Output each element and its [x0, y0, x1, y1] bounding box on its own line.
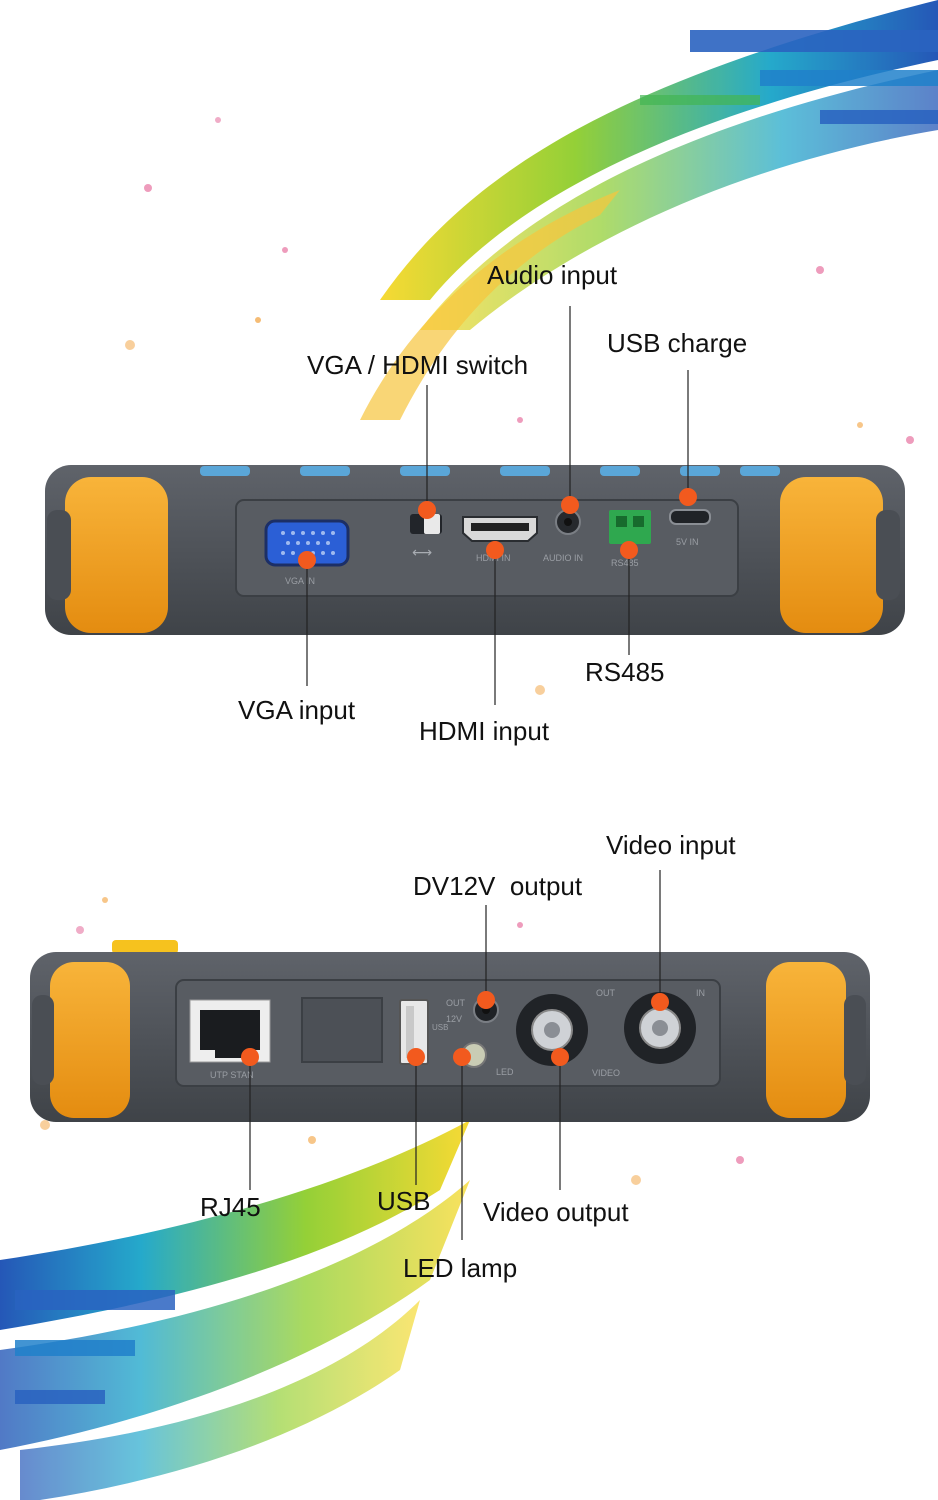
device-bottom-view: UTP STAN USB 12V OUT LED VIDEO OUT IN [30, 940, 870, 1122]
callout-dot [298, 551, 316, 569]
left-right-arrow-icon: ⟷ [412, 545, 432, 561]
video-input-label: Video input [606, 830, 736, 860]
rs485-terminal [609, 510, 651, 544]
callout-dot [651, 993, 669, 1011]
hdmi-input-label: HDMI input [419, 716, 550, 746]
left-strap-loop [32, 995, 54, 1085]
leader-lines-bottom [249, 870, 661, 1240]
callout-dot [453, 1048, 471, 1066]
video-out-word-print: OUT [596, 988, 616, 998]
rj45-port-print: UTP STAN [210, 1070, 254, 1080]
callout-dot [679, 488, 697, 506]
callout-dot [561, 496, 579, 514]
rs485-port-print: RS485 [611, 558, 639, 568]
usb-port-print: USB [432, 1023, 448, 1032]
video-out-print: VIDEO [592, 1068, 620, 1078]
right-bumper [780, 477, 883, 633]
audio-port-print: AUDIO IN [543, 553, 583, 563]
callout-dot [418, 501, 436, 519]
top-button [400, 466, 450, 476]
vga-hdmi-switch-label: VGA / HDMI switch [307, 350, 529, 380]
rs485-label: RS485 [585, 657, 665, 687]
dc-out-print: OUT [446, 998, 466, 1008]
callout-dots-bottom [241, 991, 669, 1066]
usb-charge-port-print: 5V IN [676, 537, 699, 547]
decorative-swoosh-top [360, 0, 938, 420]
dc-12v-print: 12V [446, 1014, 462, 1024]
top-button [500, 466, 550, 476]
left-strap-loop [47, 510, 71, 600]
audio-input-label: Audio input [487, 260, 618, 290]
vga-hdmi-switch-knob [424, 514, 440, 534]
top-button [740, 466, 780, 476]
leader-lines-top [306, 306, 689, 705]
vga-port-print: VGA IN [285, 576, 315, 586]
callout-dot [551, 1048, 569, 1066]
rj45-label: RJ45 [200, 1192, 261, 1222]
decorative-swoosh-bottom [0, 1120, 470, 1500]
dv12v-output-label: DV12V output [413, 871, 583, 901]
led-lamp-label: LED lamp [403, 1253, 518, 1283]
top-button [300, 466, 350, 476]
led-print: LED [496, 1067, 514, 1077]
top-button [200, 466, 250, 476]
right-strap-loop [876, 510, 900, 600]
callout-dot [620, 541, 638, 559]
vga-input-label: VGA input [238, 695, 356, 725]
video-output-label: Video output [483, 1197, 629, 1227]
callout-dot [486, 541, 504, 559]
video-in-print: IN [696, 988, 705, 998]
right-strap-loop [844, 995, 866, 1085]
callout-dot [477, 991, 495, 1009]
usb-charge-label: USB charge [607, 328, 748, 358]
callout-dots-top [298, 488, 697, 569]
right-bumper [766, 962, 846, 1118]
blank-cover [301, 997, 383, 1063]
left-bumper [65, 477, 168, 633]
top-button [600, 466, 640, 476]
callout-dot [407, 1048, 425, 1066]
usb-label: USB [377, 1186, 431, 1216]
micro-usb-port [669, 509, 711, 525]
left-bumper [50, 962, 130, 1118]
side-yellow-button [112, 940, 178, 954]
top-button [680, 466, 720, 476]
callout-dot [241, 1048, 259, 1066]
device-top-view: VGA IN ⟷ HDMI IN AUDIO IN RS485 5V IN [45, 465, 905, 635]
decorative-dots [40, 117, 914, 1185]
